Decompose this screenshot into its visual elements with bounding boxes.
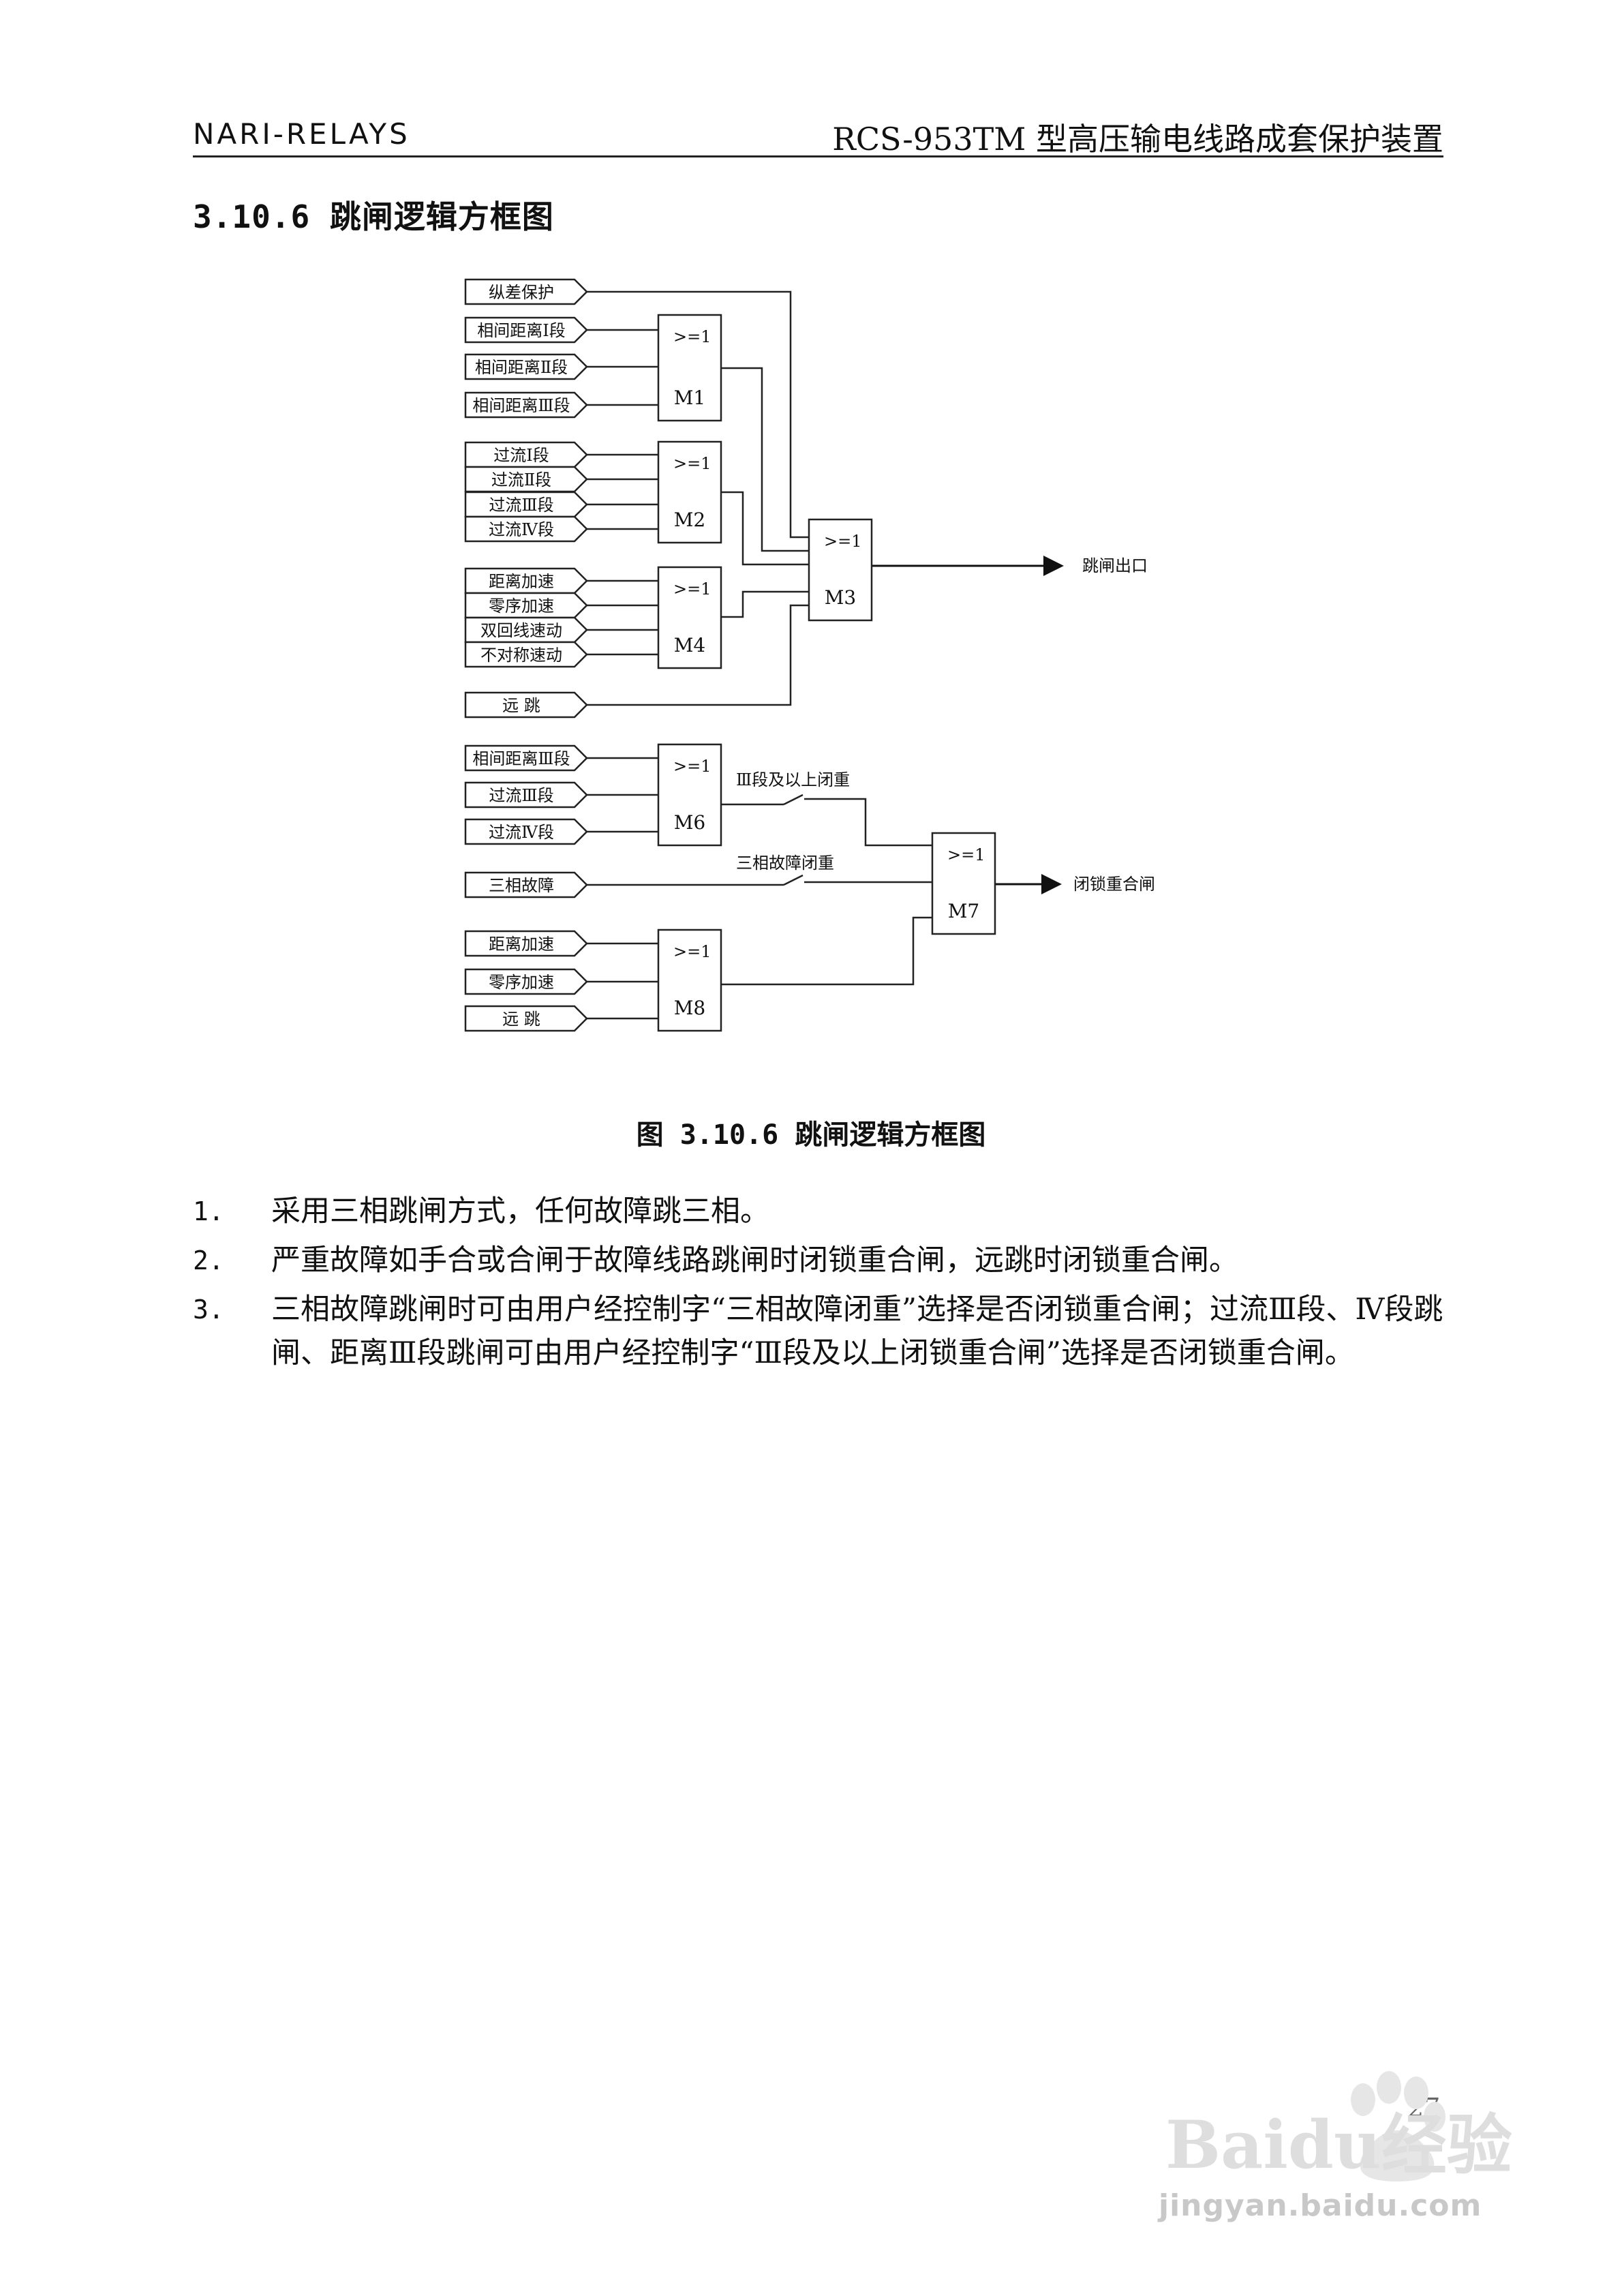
input-tag-m4 [464,567,588,594]
input-label: 双回线速动 [480,621,562,640]
list-text: 严重故障如手合或合闸于故障线路跳闸时闭锁重合闸，远跳时闭锁重合闸。 [271,1243,1238,1278]
input-tag-m2 [464,491,588,518]
gate-m3 [808,518,873,622]
gate-name-label: M4 [674,634,705,656]
gate-name-label: M3 [825,586,856,609]
input-tag-m2 [464,515,588,543]
gate-name-label: M7 [948,900,979,922]
input-label: 不对称速动 [480,646,562,665]
input-label: 过流Ⅳ段 [489,520,554,539]
wire [721,491,809,566]
input-tag-m1 [464,353,588,380]
list-item: 1. 采用三相跳闸方式，任何故障跳三相。 [193,1190,1447,1233]
input-tag-m6 [464,781,588,809]
list-item: 2. 严重故障如手合或合闸于故障线路跳闸时闭锁重合闸，远跳时闭锁重合闸。 [193,1239,1447,1282]
input-label: 过流Ⅲ段 [489,786,553,805]
gate-name-label: M8 [674,997,705,1019]
input-tag-m8 [464,930,588,957]
input-label: 零序加速 [489,596,554,616]
input-tag-m4 [464,616,588,644]
list-item: 3. 三相故障跳闸时可由用户经控制字“三相故障闭重”选择是否闭锁重合闸；过流Ⅲ段… [193,1288,1447,1375]
list-text: 三相故障跳闸时可由用户经控制字“三相故障闭重”选择是否闭锁重合闸；过流Ⅲ段、Ⅳ段… [271,1293,1443,1370]
gate-name-label: M2 [674,509,705,531]
switch-three-phase-label: 三相故障闭重 [736,854,834,873]
input-tag-m4 [464,592,588,619]
gate-op-label: >=1 [673,454,711,473]
watermark-url: jingyan.baidu.com [1159,2188,1482,2223]
input-label: 远 跳 [502,696,540,715]
input-tag-diff [464,278,588,305]
input-tag-remote [464,691,588,719]
input-label: 相间距离Ⅲ段 [472,749,570,768]
gate-op-label: >=1 [673,327,711,346]
input-label: 过流Ⅰ段 [493,446,549,465]
wire [587,290,809,539]
watermark-brand: Baidu经验 [1165,2106,1512,2184]
gate-m8 [657,928,722,1032]
switch-m6-label: Ⅲ段及以上闭重 [736,770,850,789]
gate-name-label: M1 [674,387,705,409]
input-label: 三相故障 [489,876,554,895]
input-tag-m4 [464,641,588,668]
gate-op-label: >=1 [947,845,985,864]
input-label: 相间距离Ⅲ段 [472,396,570,415]
wire [721,590,809,618]
input-label: 相间距离Ⅱ段 [475,358,568,377]
gate-op-label: >=1 [673,579,711,599]
header-right: RCS-953TM 型高压输电线路成套保护装置 [832,121,1443,157]
section-title: 3.10.6 跳闸逻辑方框图 [193,198,554,235]
notes-list: 1. 采用三相跳闸方式，任何故障跳三相。 2. 严重故障如手合或合闸于故障线路跳… [193,1190,1447,1380]
wire [721,916,932,986]
input-tag-m8 [464,1005,588,1032]
input-tag-m6 [464,744,588,772]
input-label: 零序加速 [489,973,554,992]
wire [587,604,809,706]
output-block-label: 闭锁重合闸 [1073,875,1155,894]
baidu-paw-watermark: Baidu经验 [1165,2071,1512,2184]
input-tag-m6 [464,818,588,845]
gate-m4 [657,566,722,669]
list-text: 采用三相跳闸方式，任何故障跳三相。 [271,1194,769,1228]
input-tag-m2 [464,466,588,493]
wire [804,798,932,847]
gate-name-label: M6 [674,811,705,834]
output-trip-label: 跳闸出口 [1082,556,1148,575]
gate-m2 [657,440,722,544]
header-left: NARI-RELAYS [193,117,410,151]
wire [783,874,804,886]
list-number: 3. [193,1295,224,1325]
gate-m6 [657,743,722,847]
input-label: 相间距离Ⅰ段 [477,321,565,340]
wire [783,794,804,806]
figure-caption: 图 3.10.6 跳闸逻辑方框图 [636,1119,986,1151]
list-number: 2. [193,1245,224,1275]
gate-op-label: >=1 [673,757,711,776]
input-label: 过流Ⅱ段 [491,470,551,489]
list-number: 1. [193,1196,224,1226]
wire [721,367,809,552]
input-tag-m8 [464,968,588,995]
gate-m7 [931,832,996,935]
input-label: 远 跳 [502,1010,540,1029]
gate-m1 [657,314,722,422]
input-label: 过流Ⅳ段 [489,823,554,842]
gate-op-label: >=1 [824,532,862,551]
header-rule [193,155,1443,157]
gate-op-label: >=1 [673,942,711,961]
input-tag-three-phase [464,871,588,898]
input-label: 纵差保护 [489,283,554,302]
input-tag-m1 [464,316,588,344]
input-label: 过流Ⅲ段 [489,496,553,515]
input-label: 距离加速 [489,935,554,954]
input-tag-m1 [464,391,588,419]
input-label: 距离加速 [489,572,554,591]
input-tag-m2 [464,441,588,468]
